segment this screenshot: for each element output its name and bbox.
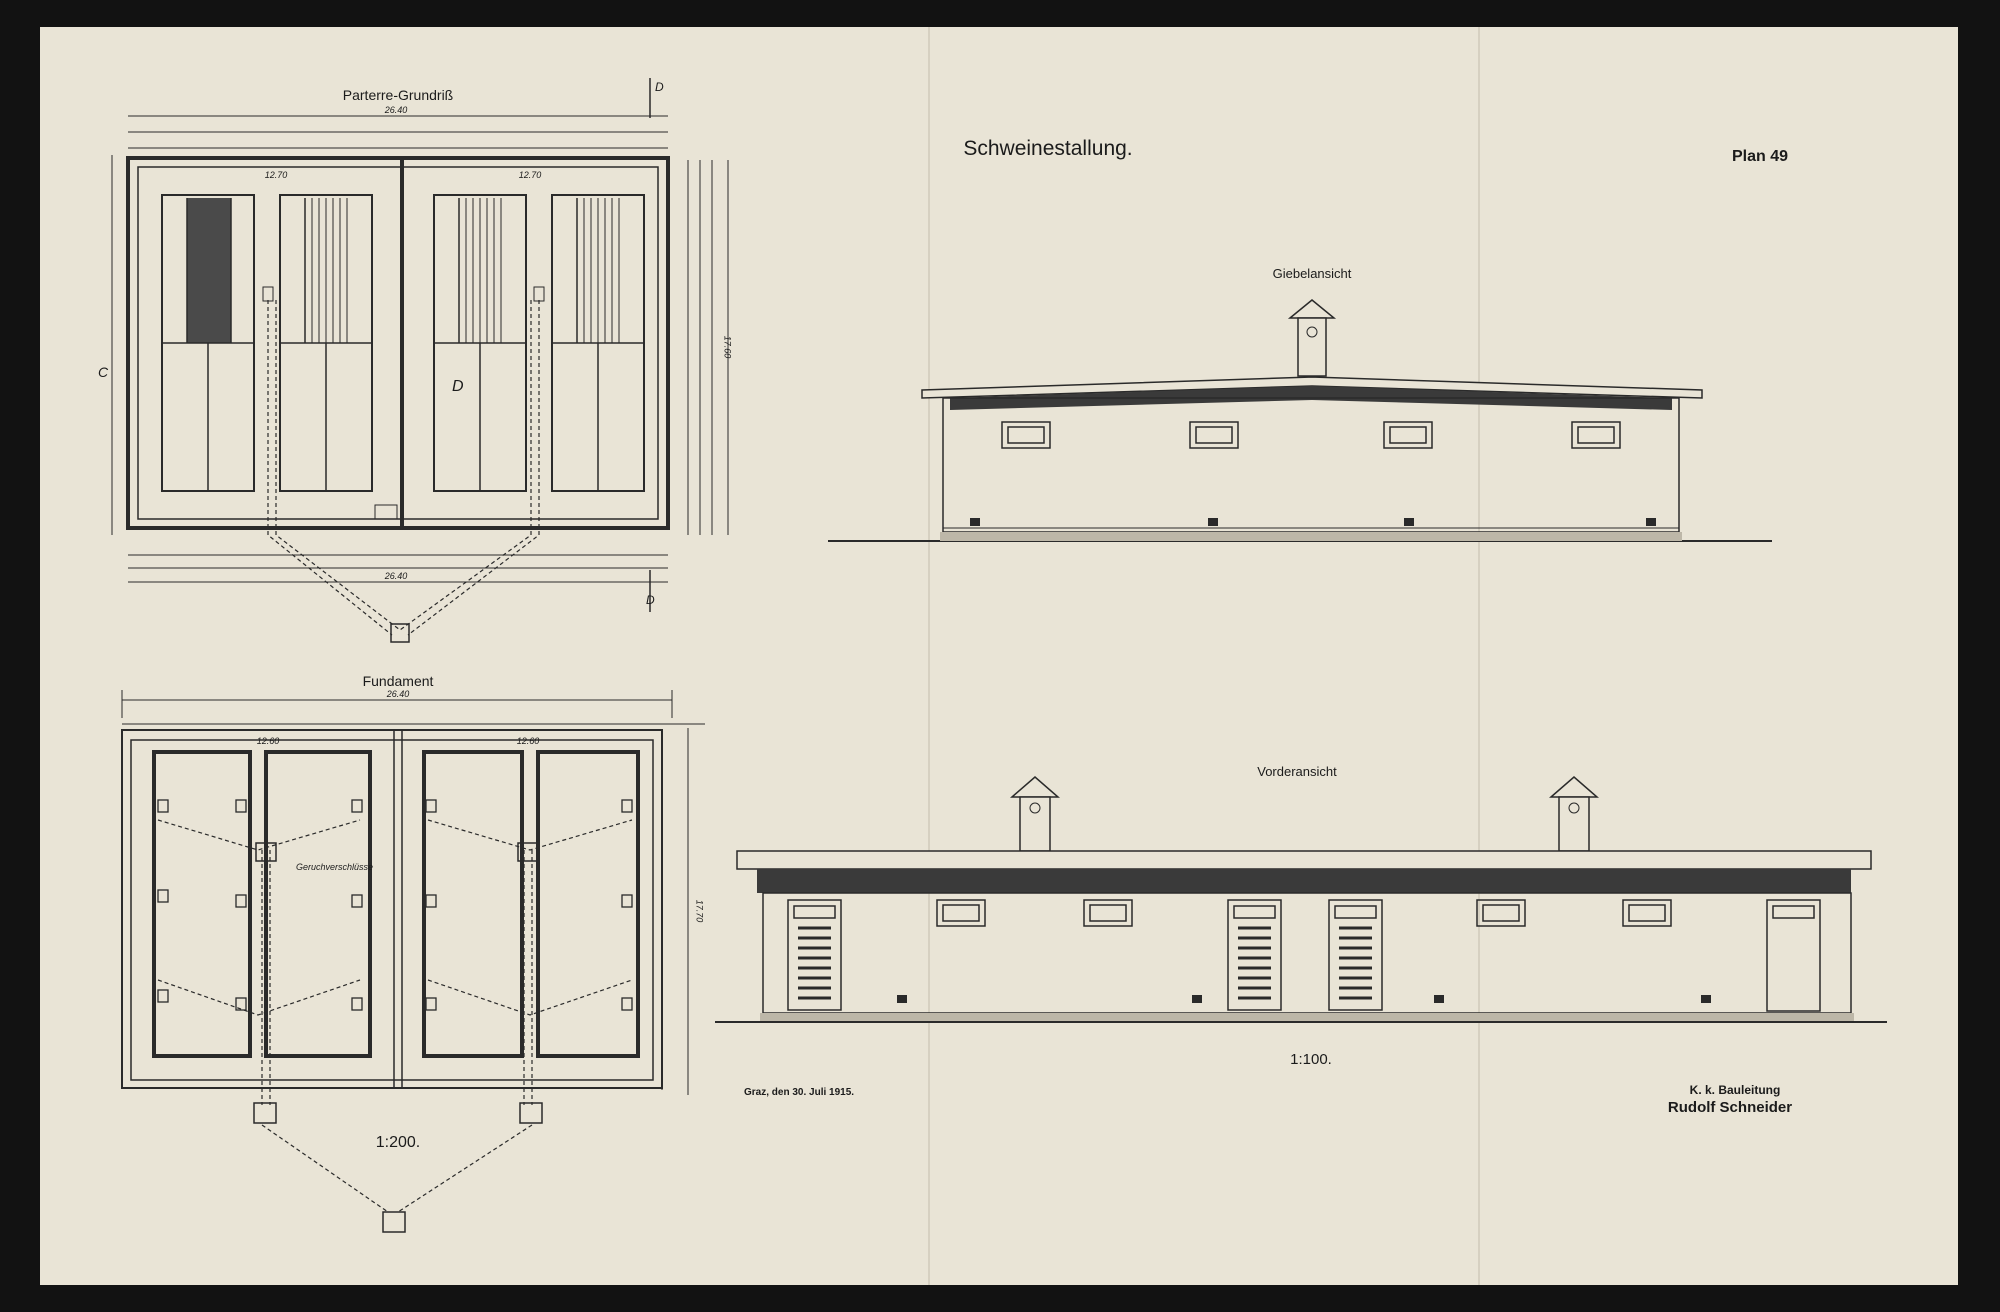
drawing-sheet: [40, 27, 1958, 1285]
ventilator-vent: [1568, 802, 1580, 814]
drainage-line: [157, 819, 633, 1213]
ventilator-cap: [1548, 776, 1600, 798]
ventilator-chimney: [1297, 317, 1327, 377]
authority: K. k. Bauleitung: [1689, 1083, 1781, 1097]
foundation-pen: [264, 750, 372, 1058]
foundation-half-label: 12.60: [516, 736, 540, 746]
ventilator-vent: [1029, 802, 1041, 814]
overall-depth-label: 17.60: [722, 335, 733, 359]
section-d-mark: D: [655, 80, 664, 94]
ventilator-cap: [1287, 299, 1337, 319]
ventilator-cap: [1009, 776, 1061, 798]
window-row: [936, 899, 1672, 927]
outer-wall: [126, 156, 670, 530]
ventilator-chimney: [1558, 796, 1590, 852]
cesspit: [382, 1211, 406, 1233]
foundation-plan: [121, 690, 705, 1233]
door-opening: [374, 504, 398, 520]
slatted-floor: [304, 198, 620, 343]
section-d-mark: D: [646, 593, 655, 607]
drain-trap: [255, 842, 277, 862]
overall-width-label: 26.40: [384, 105, 408, 115]
scale-elevations: 1:100.: [1290, 1051, 1332, 1068]
scale-plans: 1:200.: [375, 1134, 421, 1151]
door-louvres: [798, 926, 1372, 1000]
drain-trap: [517, 842, 539, 862]
roof: [736, 850, 1872, 870]
section-d-label: D: [452, 378, 464, 395]
sheet-title: Schweinestallung.: [963, 137, 1133, 160]
eaves-shadow: [757, 869, 1851, 893]
foundation-note: Geruchverschlüsse: [296, 862, 374, 872]
vent-openings: [897, 995, 1711, 1003]
drainage-line: [267, 300, 540, 636]
cesspit: [390, 623, 410, 643]
signature: Rudolf Schneider: [1667, 1099, 1793, 1116]
front-wall: [762, 892, 1852, 1014]
louvred-door: [787, 899, 1383, 1011]
gable-view-title: Giebelansicht: [1272, 266, 1352, 281]
hatched-floor: [187, 198, 231, 343]
foundation-half-label: 12.60: [256, 736, 280, 746]
pen-dividers: [162, 198, 644, 491]
shaft: [519, 1102, 543, 1124]
foundation-title: Fundament: [362, 673, 434, 689]
foundation-width-label: 26.40: [386, 689, 410, 699]
gable-wall: [942, 397, 1680, 533]
trough: [262, 286, 274, 302]
overall-width-label: 26.40: [384, 571, 408, 581]
ventilator-chimney: [1019, 796, 1051, 852]
door-transom: [1772, 905, 1815, 919]
ground-gravel: [760, 1013, 1854, 1021]
front-view-title: Vorderansicht: [1257, 764, 1337, 779]
plan-number: Plan 49: [1731, 148, 1789, 165]
ground-gravel: [940, 532, 1682, 541]
gable-elevation: [828, 299, 1772, 542]
foundation-outline: [121, 729, 663, 1089]
half-width-label: 12.70: [518, 170, 542, 180]
front-elevation: [715, 776, 1887, 1023]
foundation-pen: [536, 750, 640, 1058]
foundation-pen: [152, 750, 252, 1058]
foundation-depth-label: 17.70: [694, 899, 705, 923]
plain-door: [1766, 899, 1821, 1012]
ventilator-vent: [1306, 326, 1318, 338]
roof: [921, 376, 1703, 399]
place-date: Graz, den 30. Juli 1915.: [744, 1087, 855, 1098]
ground-floor-title: Parterre-Grundriß: [342, 87, 454, 103]
section-c-label: C: [98, 364, 109, 380]
shaft: [253, 1102, 277, 1124]
foundation-inner: [130, 739, 654, 1081]
sheet-fold-line: [1478, 27, 1480, 1285]
foundation-pen: [422, 750, 524, 1058]
pier-blocks: [157, 799, 633, 1011]
half-width-label: 12.70: [264, 170, 288, 180]
inner-wall-line: [137, 166, 659, 520]
sheet-fold-line: [928, 27, 930, 1285]
window-row: [1001, 421, 1621, 449]
vent-openings: [970, 518, 1656, 526]
trough: [533, 286, 545, 302]
ground-floor-plan: [111, 78, 729, 643]
